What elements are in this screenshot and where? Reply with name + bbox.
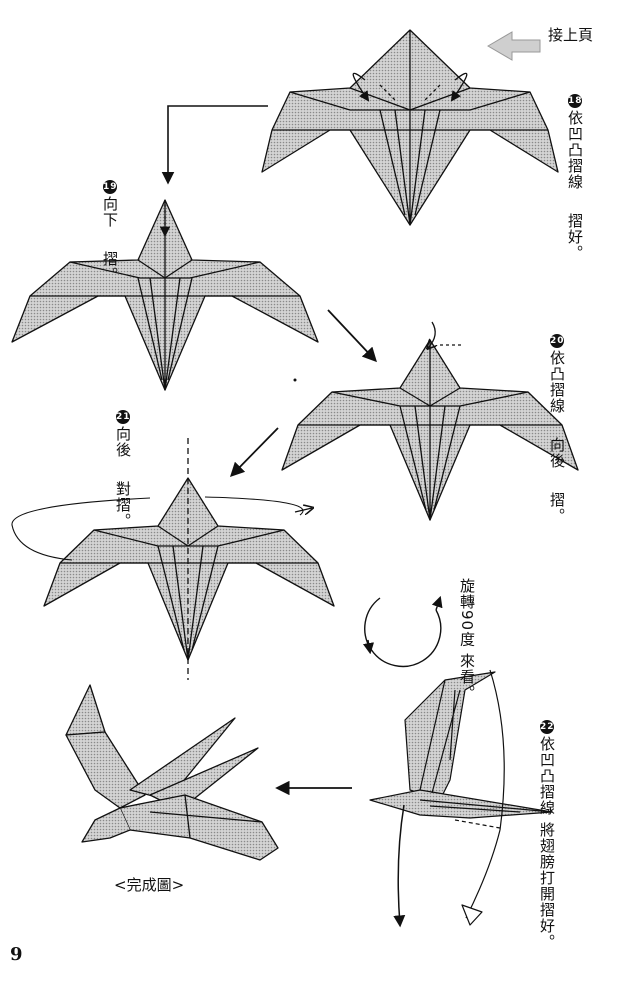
rotate-90-icon (363, 595, 443, 668)
step-22-line-2: 將翅膀打開摺好。 (538, 821, 556, 950)
final-caption: <完成圖> (114, 876, 185, 894)
flow-arrow-18-19 (161, 105, 268, 185)
step-18-line-2: 摺好。 (566, 212, 584, 261)
step-18-number: 18 (568, 94, 583, 108)
step-20-line-1: 依凸摺線 (548, 350, 566, 414)
step-20-figure (281, 321, 579, 521)
step-19-instruction: 19 向下 摺。 (101, 180, 119, 283)
step-20-instruction: 20 依凸摺線 向後 摺。 (548, 334, 566, 524)
step-22-figure (369, 669, 553, 928)
step-18-instruction: 18 依凹凸摺線 摺好。 (566, 94, 584, 261)
continue-label: 接上頁 (548, 26, 594, 44)
final-bird-figure (65, 684, 279, 861)
page-number: 9 (10, 944, 23, 965)
step-18-line-1: 依凹凸摺線 (566, 110, 584, 190)
step-19-line-2: 摺。 (101, 250, 119, 283)
continue-arrow (487, 31, 541, 61)
step-22-instruction: 22 依凹凸摺線 將翅膀打開摺好。 (538, 720, 556, 950)
step-20-number: 20 (550, 334, 565, 348)
step-21-figure (11, 438, 335, 680)
step-21-line-1: 向後 (114, 426, 132, 458)
flow-arrow-19-20 (327, 309, 377, 363)
step-19-line-1: 向下 (101, 196, 119, 228)
step-20-line-2: 向後 (548, 436, 566, 469)
step-21-instruction: 21 向後 對摺。 (114, 410, 132, 529)
step-19-number: 19 (103, 180, 118, 194)
page-mark-dot (293, 378, 297, 382)
step-19-figure (11, 199, 319, 391)
step-22-line-1: 依凹凸摺線 (538, 736, 556, 816)
step-18-figure (261, 29, 559, 226)
rotate-note-line-2: 來看。 (458, 652, 476, 701)
step-21-number: 21 (116, 410, 131, 424)
flow-arrow-20-21 (229, 427, 279, 478)
rotate-note-line-1: 旋轉90度 (458, 578, 476, 648)
step-21-line-2: 對摺。 (114, 480, 132, 529)
rotate-note: 旋轉90度 來看。 (458, 578, 476, 701)
step-22-number: 22 (540, 720, 555, 734)
step-20-line-3: 摺。 (548, 491, 566, 524)
